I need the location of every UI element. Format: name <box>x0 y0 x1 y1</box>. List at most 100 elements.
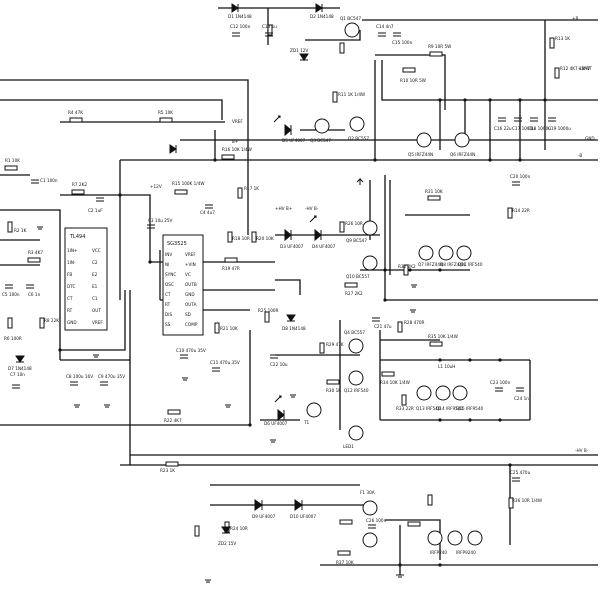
svg-text:C21 47u: C21 47u <box>374 324 392 329</box>
svg-text:C5 100n: C5 100n <box>2 292 20 297</box>
svg-text:R18 10R: R18 10R <box>232 236 250 241</box>
svg-text:C3 10u 25V: C3 10u 25V <box>148 218 173 223</box>
svg-text:R20 10K: R20 10K <box>256 236 274 241</box>
svg-text:C19 1000u: C19 1000u <box>548 126 571 131</box>
svg-text:C6 1n: C6 1n <box>28 292 41 297</box>
svg-text:R11 1K 1/4W: R11 1K 1/4W <box>338 92 365 97</box>
svg-text:R25 100R: R25 100R <box>258 308 279 313</box>
svg-text:VREF: VREF <box>185 252 196 257</box>
svg-text:C23 100n: C23 100n <box>490 380 511 385</box>
svg-text:Q7 IRFZ44N: Q7 IRFZ44N <box>418 262 443 267</box>
svg-text:C15 100n: C15 100n <box>392 40 413 45</box>
ground-symbols <box>37 226 417 583</box>
svg-text:D4 UF4007: D4 UF4007 <box>312 244 336 249</box>
svg-text:R15 100K 1/4W: R15 100K 1/4W <box>172 181 205 186</box>
svg-text:C20 100n: C20 100n <box>510 174 531 179</box>
svg-text:R17 1K: R17 1K <box>244 186 259 191</box>
component-labels: R1 10K R4 47K R5 10K R7 2K2 R2 1K R3 4K7… <box>2 14 590 565</box>
svg-text:R12 4K7 1/4W: R12 4K7 1/4W <box>560 66 590 71</box>
svg-text:R32 2K2: R32 2K2 <box>398 264 416 269</box>
svg-text:DIS: DIS <box>165 312 172 317</box>
ic2: SG3525 INV NI SYNC OSC CT RT DIS SS VREF… <box>162 234 204 336</box>
svg-text:C10 470u 35V: C10 470u 35V <box>176 348 206 353</box>
ic2-label: SG3525 <box>167 241 187 247</box>
svg-text:D5 UF4007: D5 UF4007 <box>282 138 306 143</box>
net-plus-12v-label: +12V <box>150 184 162 189</box>
svg-text:GND: GND <box>185 292 195 297</box>
net-labels: +B +BATT GND -B VREF B+ +12V +HV B+ -HV … <box>150 16 595 453</box>
svg-text:CT: CT <box>165 292 171 297</box>
svg-text:R4 47K: R4 47K <box>68 110 83 115</box>
net-plus-batt-label: +BATT <box>578 66 592 71</box>
svg-text:C16 22u: C16 22u <box>494 126 512 131</box>
svg-text:R5 10K: R5 10K <box>158 110 173 115</box>
svg-text:E2: E2 <box>92 272 98 277</box>
svg-text:OUTB: OUTB <box>185 282 197 287</box>
ic1-label: TL494 <box>69 234 85 240</box>
svg-text:1IN-: 1IN- <box>67 260 76 265</box>
net-vref-label: VREF <box>232 119 243 124</box>
svg-text:Q12 IRF540: Q12 IRF540 <box>344 388 369 393</box>
svg-text:IRFP9240: IRFP9240 <box>456 550 476 555</box>
svg-text:R13 1K: R13 1K <box>555 36 570 41</box>
svg-text:C1: C1 <box>92 296 98 301</box>
svg-text:VC: VC <box>185 272 191 277</box>
net-b-minus-label: -B <box>578 153 582 158</box>
svg-text:Q9 BC547: Q9 BC547 <box>346 238 367 243</box>
svg-text:D7 1N4148: D7 1N4148 <box>8 366 32 371</box>
capacitor-symbols <box>5 32 556 529</box>
svg-text:C8 100u 16V: C8 100u 16V <box>66 374 93 379</box>
svg-text:R9 10R 5W: R9 10R 5W <box>428 44 451 49</box>
svg-text:GND: GND <box>67 320 77 325</box>
svg-text:R34 10K 1/4W: R34 10K 1/4W <box>380 380 410 385</box>
svg-text:T1: T1 <box>303 420 310 425</box>
svg-text:Q2 BC557: Q2 BC557 <box>348 136 369 141</box>
svg-text:C14 4n7: C14 4n7 <box>376 24 394 29</box>
svg-text:+VIN: +VIN <box>185 262 196 267</box>
svg-text:D2 1N4148: D2 1N4148 <box>310 14 334 19</box>
svg-text:FB: FB <box>67 272 72 277</box>
svg-text:R8 22K: R8 22K <box>44 318 59 323</box>
transistor-symbols <box>306 22 483 548</box>
svg-text:R14 22R: R14 22R <box>512 208 530 213</box>
svg-text:R30 1K: R30 1K <box>326 388 341 393</box>
svg-text:L1 10uH: L1 10uH <box>438 364 455 369</box>
svg-text:1IN+: 1IN+ <box>67 248 78 253</box>
svg-text:SD: SD <box>185 312 191 317</box>
svg-text:F1 30A: F1 30A <box>360 490 375 495</box>
svg-text:R24 10R: R24 10R <box>230 526 248 531</box>
svg-text:LED1: LED1 <box>343 444 354 449</box>
svg-text:R10 10R 5W: R10 10R 5W <box>400 78 426 83</box>
svg-text:COMP: COMP <box>185 322 198 327</box>
svg-text:Q6 IRFZ44N: Q6 IRFZ44N <box>450 152 475 157</box>
svg-text:Q13 IRF540: Q13 IRF540 <box>416 406 441 411</box>
svg-text:R36 10R 1/4W: R36 10R 1/4W <box>512 498 542 503</box>
svg-text:R23 1K: R23 1K <box>160 468 175 473</box>
svg-text:Q10 BC557: Q10 BC557 <box>346 274 370 279</box>
svg-text:Q8 IRFZ44N: Q8 IRFZ44N <box>440 262 465 267</box>
svg-text:SS: SS <box>165 322 171 327</box>
junction-dots <box>58 98 547 567</box>
svg-text:Q11 IRF540: Q11 IRF540 <box>458 262 483 267</box>
svg-text:C18 1000u: C18 1000u <box>528 126 551 131</box>
svg-text:OUTA: OUTA <box>185 302 197 307</box>
diode-symbols <box>15 3 323 534</box>
svg-text:INV: INV <box>165 252 172 257</box>
svg-text:R21 10K: R21 10K <box>220 326 238 331</box>
svg-text:Q4 BC557: Q4 BC557 <box>344 330 365 335</box>
svg-text:R27 2K2: R27 2K2 <box>345 291 363 296</box>
net-gnd-label: GND <box>585 136 595 141</box>
svg-text:R19 47R: R19 47R <box>222 266 240 271</box>
svg-text:D1 1N4148: D1 1N4148 <box>228 14 252 19</box>
svg-text:R31 10K: R31 10K <box>425 189 443 194</box>
svg-text:R7 2K2: R7 2K2 <box>72 182 87 187</box>
svg-text:Q14 IRF9540: Q14 IRF9540 <box>436 406 464 411</box>
svg-text:Q5 IRFZ44N: Q5 IRFZ44N <box>408 152 433 157</box>
svg-text:SYNC: SYNC <box>165 272 176 277</box>
svg-text:C7 10n: C7 10n <box>10 372 25 377</box>
svg-text:R29 47K: R29 47K <box>326 342 344 347</box>
ic1: TL494 1IN+ 1IN- FB DTC CT RT GND VCC C2 … <box>64 227 108 331</box>
net-hv-b-plus-label: +HV B+ <box>275 206 293 211</box>
svg-text:C22 10u: C22 10u <box>270 362 288 367</box>
